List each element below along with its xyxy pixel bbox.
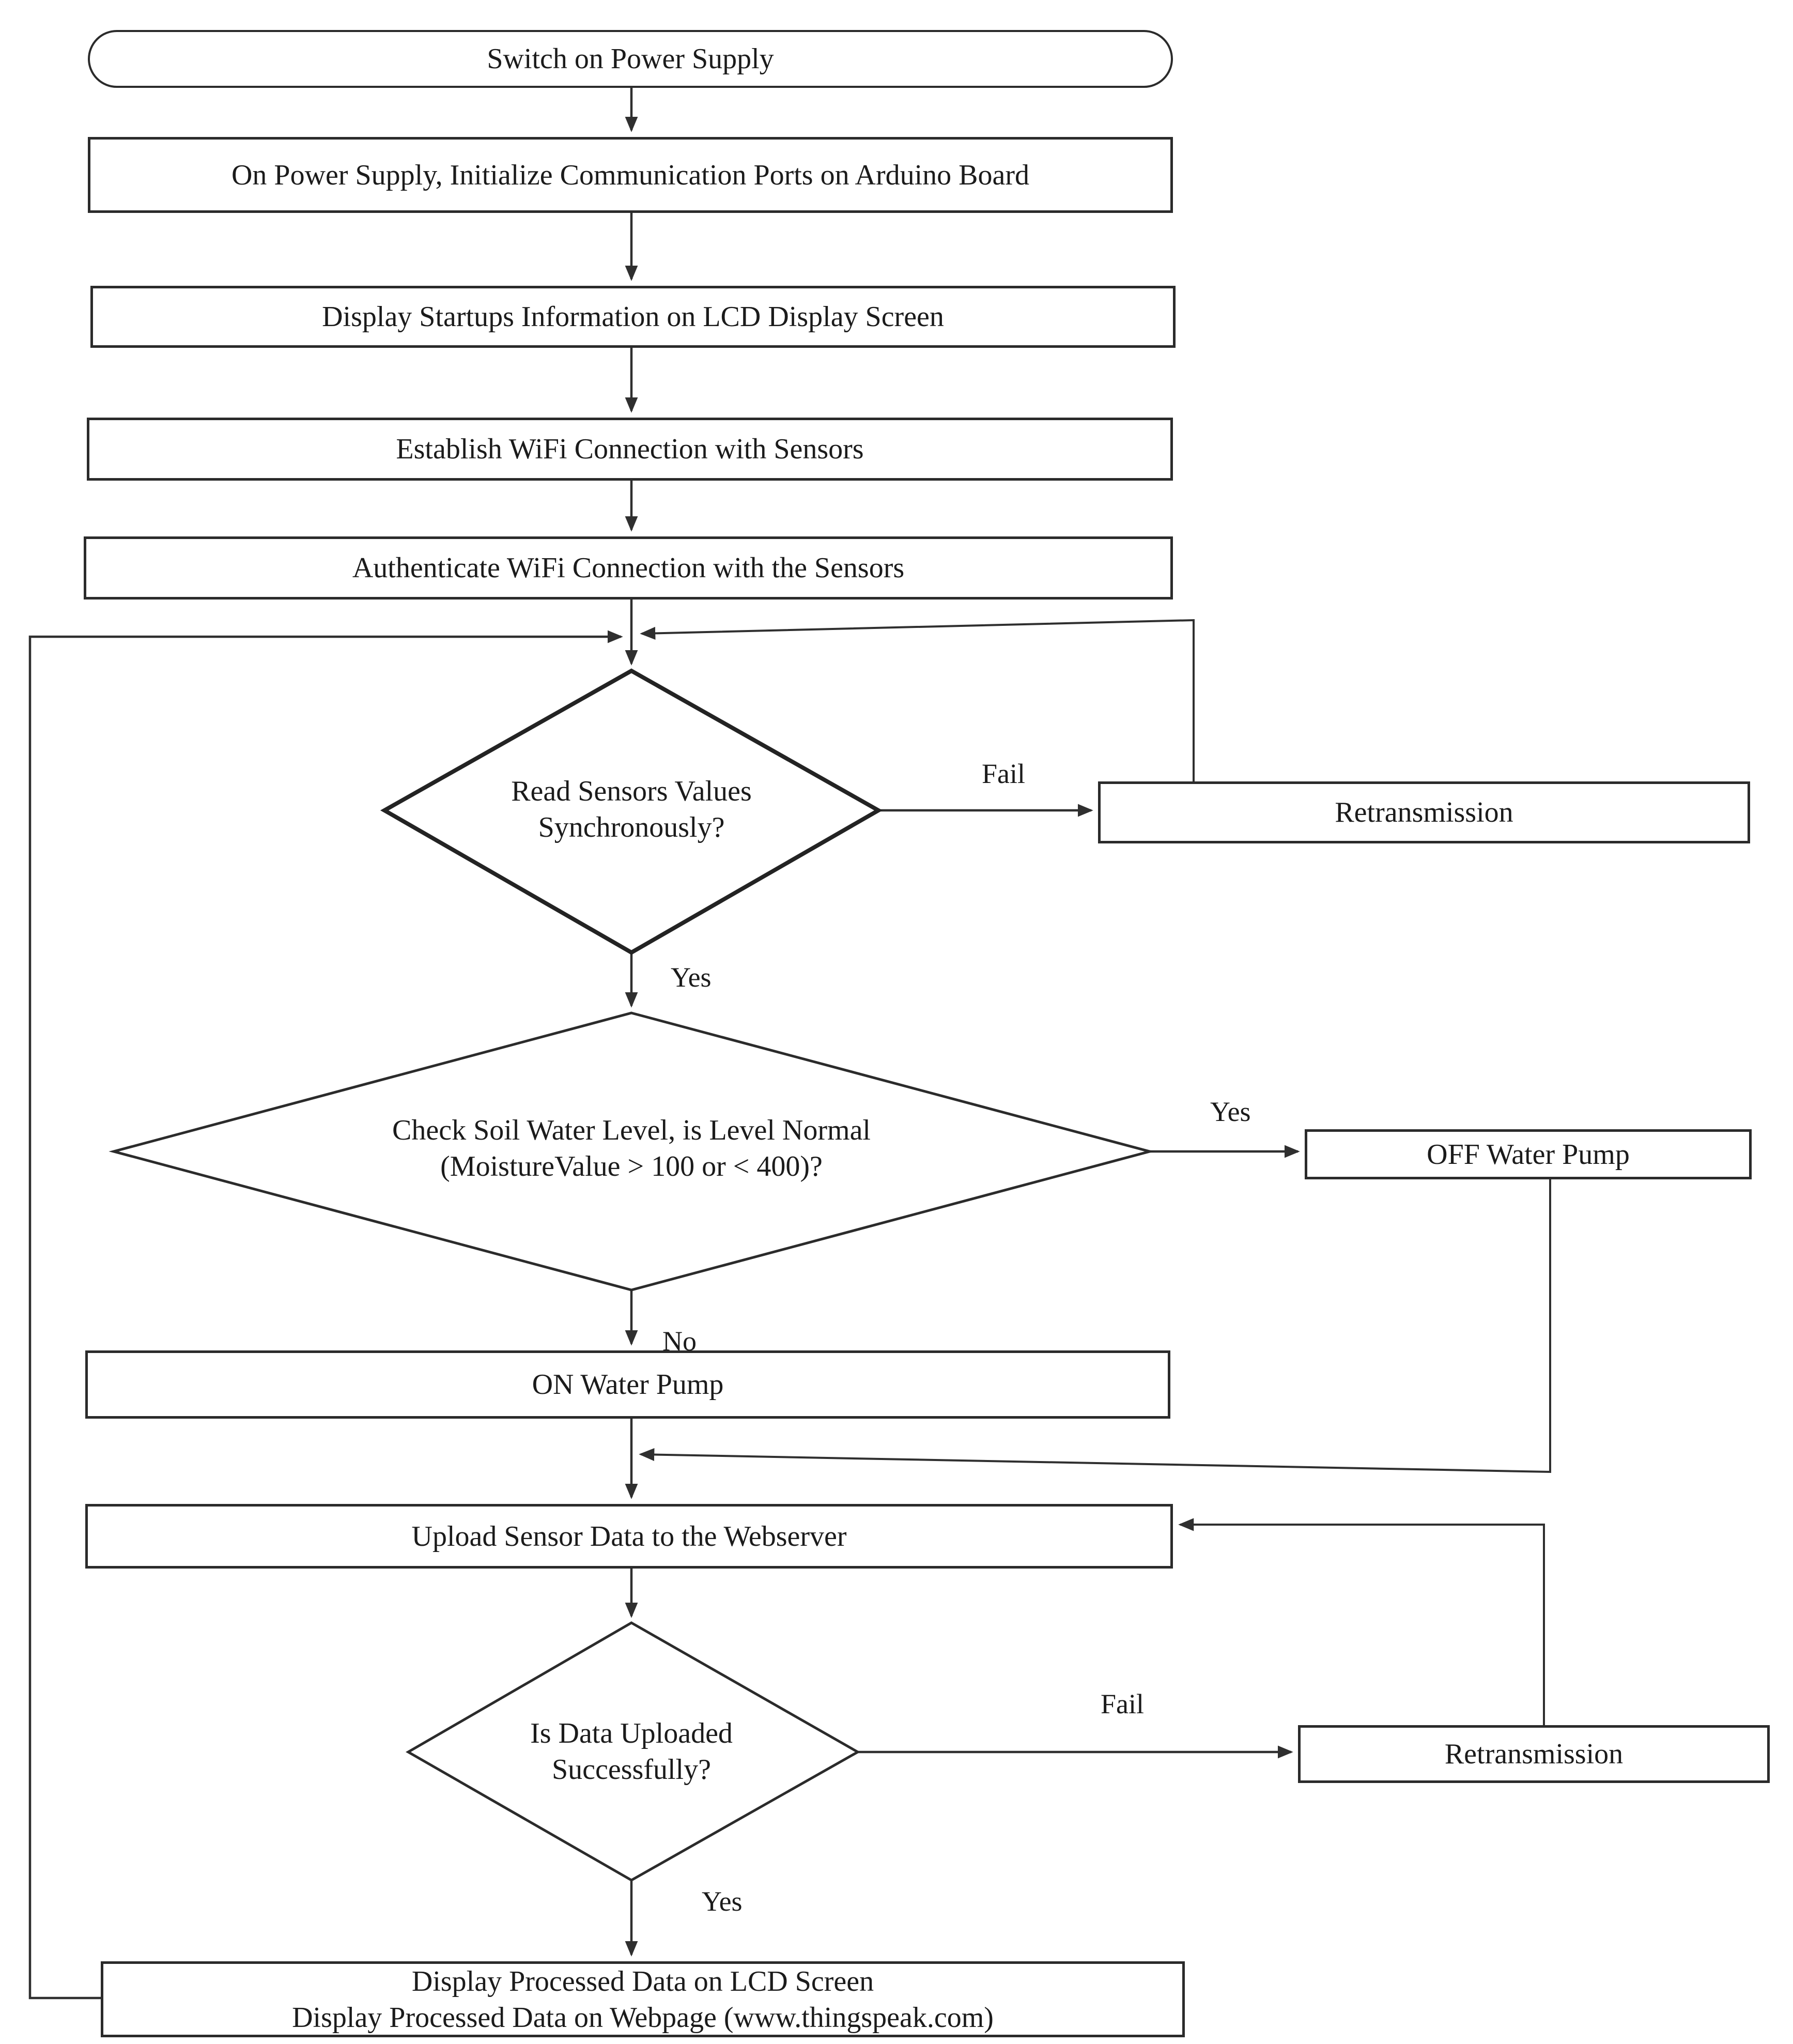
edge-retransmission1-feedback (640, 619, 1195, 781)
edge-label-upload-yes: Yes (702, 1886, 743, 1917)
diamond-read-sensors-line1: Read Sensors Values (511, 775, 752, 807)
node-authenticate-wifi-label: Authenticate WiFi Connection with the Se… (352, 552, 905, 584)
node-upload-data-label: Upload Sensor Data to the Webserver (411, 1520, 847, 1553)
diamond-is-uploaded (405, 1621, 861, 1882)
node-retransmission-2: Retransmission (1298, 1725, 1770, 1783)
node-on-water-pump-label: ON Water Pump (532, 1369, 724, 1401)
node-init-ports: On Power Supply, Initialize Communicatio… (88, 137, 1173, 213)
edge-label-soil-no: No (662, 1326, 697, 1357)
node-init-ports-label: On Power Supply, Initialize Communicatio… (231, 159, 1030, 191)
edge-offpump-to-upload (639, 1179, 1551, 1473)
diamond-is-uploaded-line1: Is Data Uploaded (530, 1717, 733, 1749)
diamond-read-sensors-text: Read Sensors Values Synchronously? (399, 773, 864, 846)
node-authenticate-wifi: Authenticate WiFi Connection with the Se… (84, 536, 1173, 600)
edge-loop-display-to-read-decision (28, 630, 623, 2000)
node-upload-data: Upload Sensor Data to the Webserver (85, 1504, 1173, 1569)
node-start: Switch on Power Supply (88, 30, 1173, 88)
node-display-startup-label: Display Startups Information on LCD Disp… (322, 301, 944, 333)
node-display-processed: Display Processed Data on LCD Screen Dis… (101, 1961, 1185, 2037)
diamond-read-sensors-line2: Synchronously? (538, 811, 725, 843)
node-establish-wifi-label: Establish WiFi Connection with Sensors (396, 433, 864, 465)
diamond-check-soil (109, 1011, 1155, 1292)
node-retransmission-1-label: Retransmission (1335, 796, 1513, 828)
diamond-is-uploaded-line2: Successfully? (552, 1754, 711, 1786)
node-retransmission-1: Retransmission (1098, 781, 1750, 843)
diamond-read-sensors (380, 668, 883, 955)
edge-label-read-fail: Fail (982, 758, 1026, 789)
node-display-processed-line2: Display Processed Data on Webpage (www.t… (292, 2001, 994, 2034)
node-display-processed-line1: Display Processed Data on LCD Screen (411, 1965, 874, 1997)
edge-retransmission2-feedback (1178, 1518, 1545, 1725)
node-establish-wifi: Establish WiFi Connection with Sensors (87, 418, 1173, 481)
diamond-is-uploaded-text: Is Data Uploaded Successfully? (399, 1715, 864, 1788)
diamond-check-soil-line2: (MoistureValue > 100 or < 400)? (440, 1150, 823, 1182)
node-on-water-pump: ON Water Pump (85, 1350, 1170, 1419)
edge-label-upload-fail: Fail (1101, 1688, 1145, 1719)
edge-label-soil-yes: Yes (1210, 1096, 1251, 1127)
node-start-label: Switch on Power Supply (487, 43, 774, 75)
diamond-check-soil-line1: Check Soil Water Level, is Level Normal (392, 1114, 871, 1146)
node-retransmission-2-label: Retransmission (1444, 1738, 1624, 1770)
edge-label-read-yes: Yes (671, 962, 712, 993)
diamond-check-soil-text: Check Soil Water Level, is Level Normal … (270, 1112, 993, 1185)
node-off-water-pump-label: OFF Water Pump (1427, 1138, 1630, 1171)
node-off-water-pump: OFF Water Pump (1305, 1129, 1752, 1179)
node-display-startup: Display Startups Information on LCD Disp… (90, 286, 1176, 348)
